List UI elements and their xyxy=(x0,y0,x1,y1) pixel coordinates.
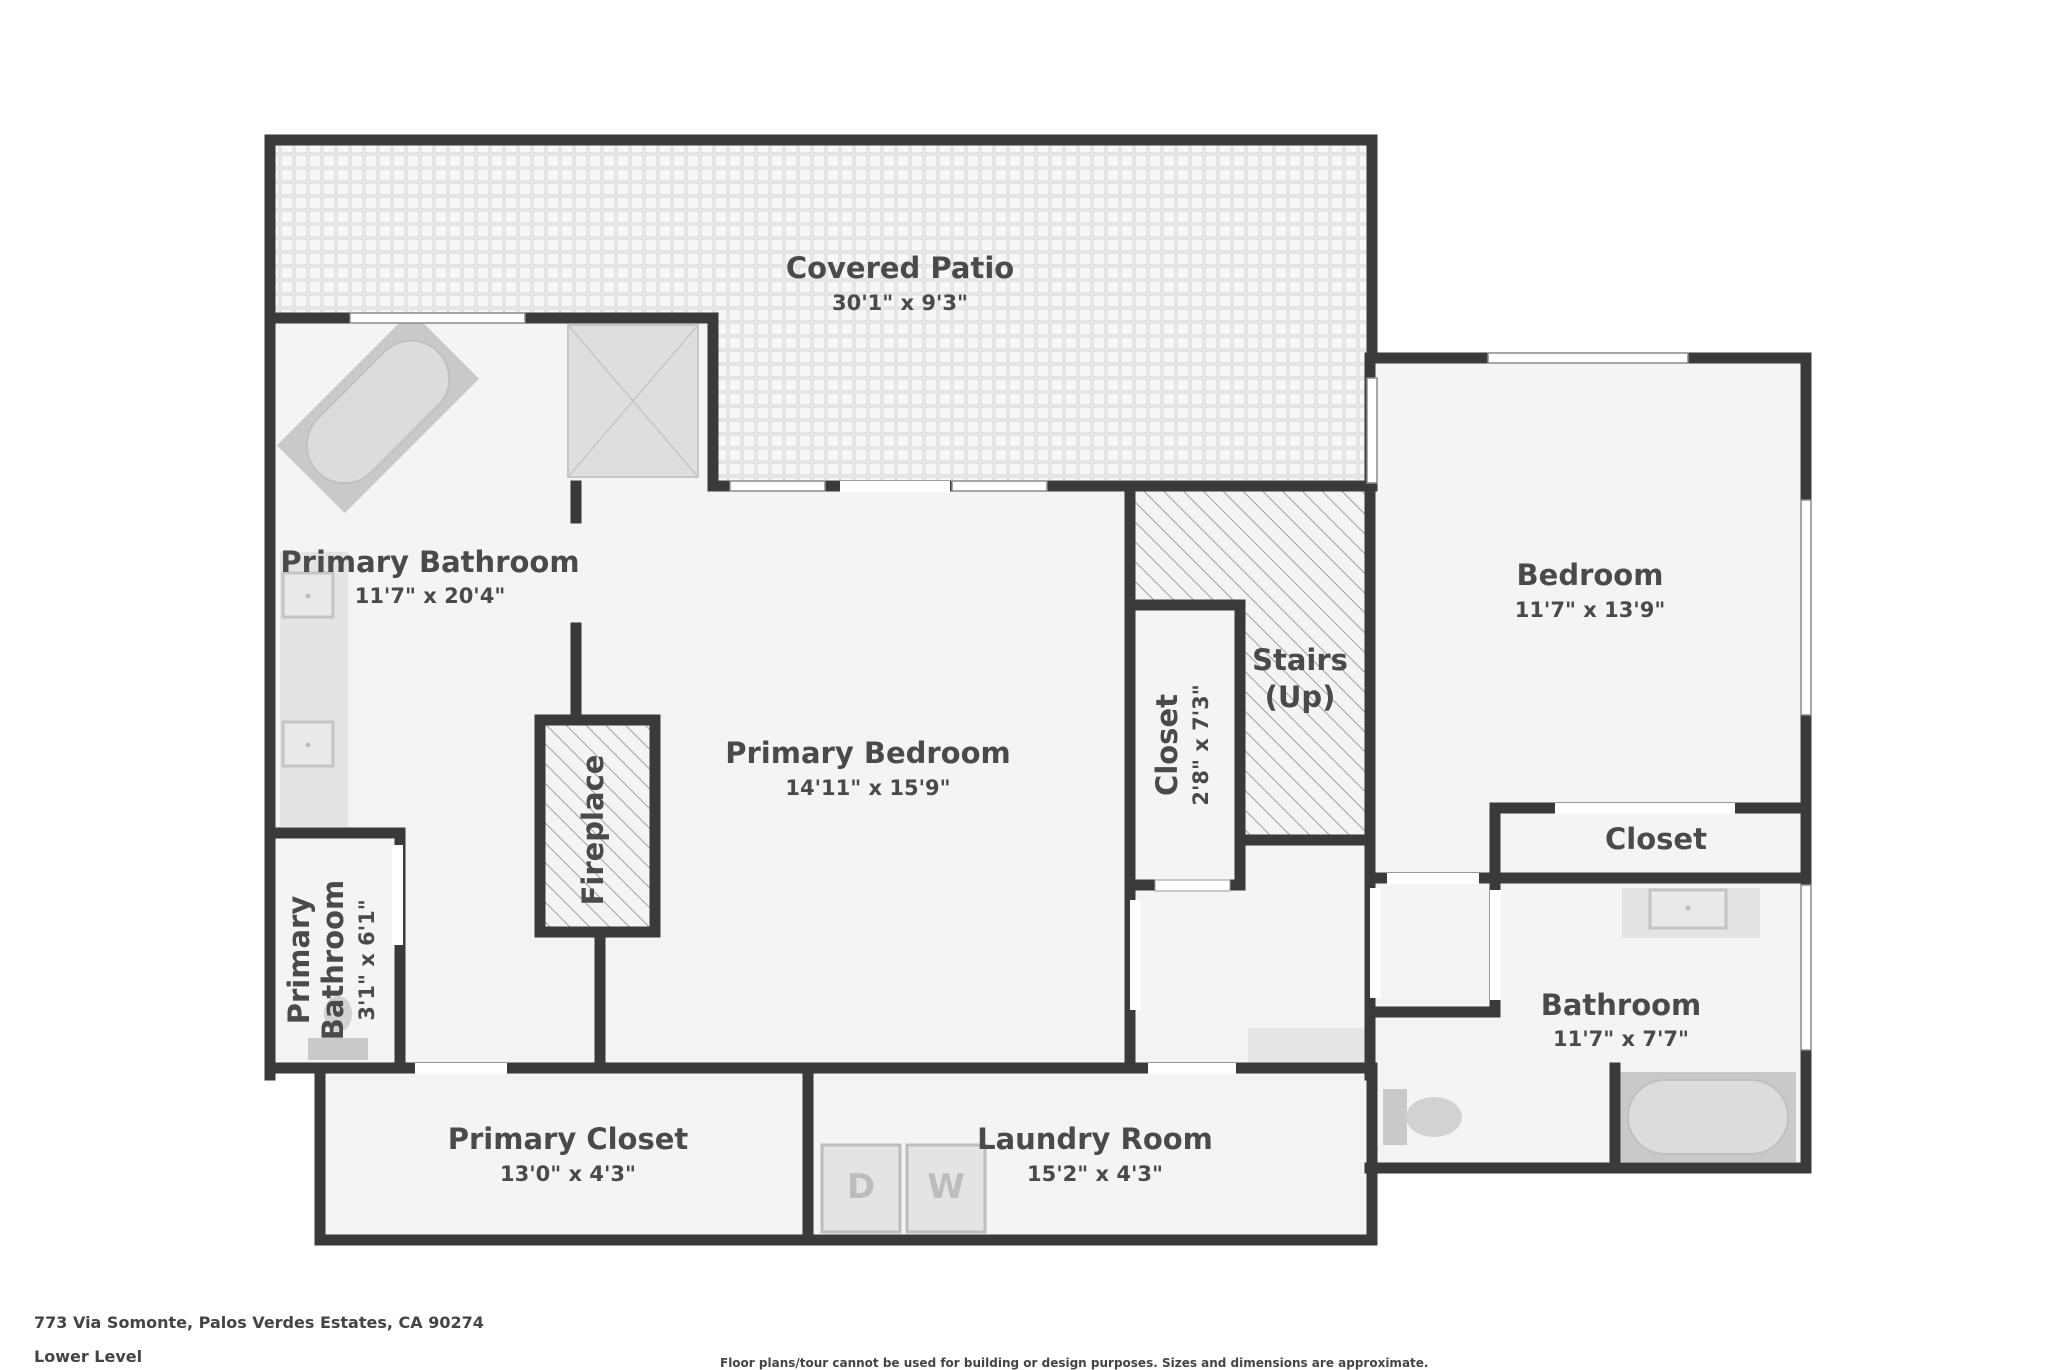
primary-bathroom-small-label2: Bathroom xyxy=(316,880,350,1041)
sink-icon xyxy=(281,720,335,768)
bathroom-label: Bathroom xyxy=(1541,988,1702,1022)
door-openings xyxy=(392,481,1735,1074)
primary-bedroom-dims: 14'11" x 15'9" xyxy=(785,776,950,800)
primary-closet-dims: 13'0" x 4'3" xyxy=(500,1162,636,1186)
closet-small-label: Closet xyxy=(1150,694,1184,796)
primary-bedroom-label: Primary Bedroom xyxy=(725,736,1010,770)
bedroom-dims: 11'7" x 13'9" xyxy=(1515,598,1666,622)
bathtub-icon xyxy=(1618,1072,1796,1162)
washer-icon: W xyxy=(905,1143,987,1234)
fireplace-label: Fireplace xyxy=(576,755,610,906)
toilet-icon xyxy=(1383,1089,1462,1145)
disclaimer-text: Floor plans/tour cannot be used for buil… xyxy=(720,1356,1429,1370)
address-text: 773 Via Somonte, Palos Verdes Estates, C… xyxy=(34,1313,484,1332)
dryer-label: D xyxy=(847,1167,875,1207)
primary-bathroom-small-label: Primary xyxy=(282,896,316,1025)
primary-bathroom-label: Primary Bathroom xyxy=(280,545,579,579)
dryer-icon: D xyxy=(820,1143,902,1234)
bedroom-label: Bedroom xyxy=(1517,558,1664,592)
laundry-room-dims: 15'2" x 4'3" xyxy=(1027,1162,1163,1186)
bedroom-closet-label: Closet xyxy=(1605,822,1707,856)
primary-bathroom-dims: 11'7" x 20'4" xyxy=(355,584,506,608)
primary-bathroom-small-dims: 3'1" x 6'1" xyxy=(355,899,379,1020)
covered-patio-dims: 30'1" x 9'3" xyxy=(832,291,968,315)
bathtub-icon xyxy=(276,310,480,514)
laundry-room-label: Laundry Room xyxy=(977,1122,1213,1156)
stairs-direction: (Up) xyxy=(1265,680,1336,714)
covered-patio-label: Covered Patio xyxy=(786,251,1014,285)
shower-icon xyxy=(567,324,699,478)
level-text: Lower Level xyxy=(34,1347,143,1366)
primary-closet-label: Primary Closet xyxy=(448,1122,689,1156)
fireplace xyxy=(534,714,661,938)
washer-label: W xyxy=(927,1167,965,1207)
stairs-label: Stairs xyxy=(1252,643,1348,677)
windows xyxy=(349,312,1812,1051)
counter xyxy=(1248,1028,1366,1063)
closet-small-dims: 2'8" x 7'3" xyxy=(1189,684,1213,805)
toilet-icon xyxy=(308,996,368,1060)
sink-icon xyxy=(1622,888,1760,938)
bathroom-dims: 11'7" x 7'7" xyxy=(1553,1027,1689,1051)
sink-icon xyxy=(281,571,335,619)
